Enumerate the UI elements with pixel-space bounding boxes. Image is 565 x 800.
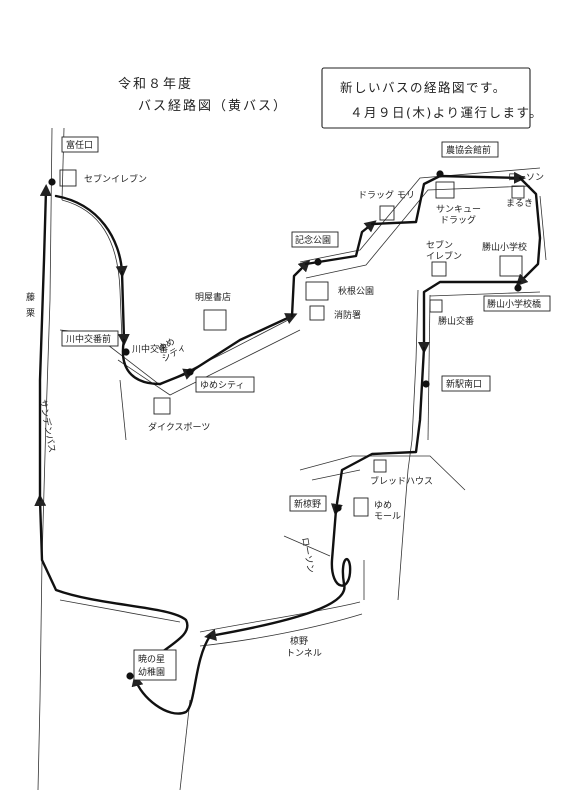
akatsuki-line-1: 暁の星 bbox=[138, 654, 165, 665]
stop-label-shin-eki-minami: 新駅南口 bbox=[441, 375, 491, 392]
svg-text:ゆめシティ: ゆめシティ bbox=[200, 380, 244, 391]
label-hanbei-2: 栗 bbox=[26, 308, 35, 319]
label-kawanaka-koban: 川中交番 bbox=[132, 343, 168, 355]
sunkyu-square bbox=[435, 181, 455, 199]
notice-box: 新しいバスの経路図です。 ４月９日(木)より運行します。 bbox=[321, 67, 543, 129]
label-aki-koen: 秋根公園 bbox=[338, 285, 374, 297]
stop-dot-katsuyama bbox=[514, 284, 522, 292]
katsuyama-school-square bbox=[499, 255, 523, 277]
stop-label-kinen-koen: 記念公園 bbox=[291, 231, 339, 248]
label-sunkyu-drug-2: ドラッグ bbox=[440, 214, 476, 226]
drug-mori-square bbox=[379, 205, 395, 221]
stop-dot-youme-city bbox=[186, 368, 194, 376]
shobosho-square bbox=[309, 305, 325, 321]
label-youme-mall-2: モール bbox=[374, 512, 401, 522]
label-ayaragi-tunnel-1: 椋野 bbox=[290, 635, 308, 647]
katsuyama-koban-square bbox=[429, 299, 443, 313]
label-sunkyu-drug-1: サンキュー bbox=[436, 204, 481, 215]
stop-label-nokyo-kaikan: 農協会館前 bbox=[441, 141, 499, 158]
label-lawson-1: ローソン bbox=[508, 173, 544, 183]
aki-koen-square bbox=[305, 281, 329, 301]
roads bbox=[37, 127, 547, 791]
notice-line-1: 新しいバスの経路図です。 bbox=[340, 80, 507, 95]
stop-label-youme-city: ゆめシティ bbox=[195, 376, 255, 393]
stop-dot-akatsuki bbox=[126, 672, 134, 680]
svg-text:農協会館前: 農協会館前 bbox=[446, 144, 491, 156]
map-title: バス経路図（黄バス） bbox=[138, 98, 288, 114]
bus-stop-dots bbox=[48, 170, 522, 680]
svg-text:川中交番前: 川中交番前 bbox=[66, 333, 111, 345]
seven-eleven-1-square bbox=[59, 169, 77, 187]
seven-eleven-2-square bbox=[431, 261, 447, 277]
meiya-shoten-square bbox=[203, 309, 227, 331]
label-marukyu: まるき bbox=[506, 198, 533, 209]
stop-dot-nokyo bbox=[436, 170, 444, 178]
stop-label-katsuyama-shogakko: 勝山小学校橋 bbox=[483, 295, 551, 312]
akatsuki-line-2: 幼稚園 bbox=[138, 666, 165, 678]
stop-label-shin-ayaragi: 新椋野 bbox=[289, 495, 327, 512]
label-ayaragi-tunnel-2: トンネル bbox=[286, 648, 322, 659]
stop-label-kawanaka-koban: 川中交番前 bbox=[61, 330, 119, 347]
stop-dot-shin-eki bbox=[422, 380, 430, 388]
label-seven-eleven-1: セブンイレブン bbox=[84, 173, 147, 185]
label-daikyu-sports: ダイクスポーツ bbox=[148, 421, 210, 433]
svg-text:記念公園: 記念公園 bbox=[295, 234, 331, 246]
year-title: 令和８年度 bbox=[118, 76, 193, 92]
stop-dot-tominin bbox=[48, 178, 56, 186]
label-youme-mall-1: ゆめ bbox=[374, 500, 392, 511]
label-seven-eleven-2a: セブン bbox=[426, 239, 453, 251]
label-seven-eleven-2b: イレブン bbox=[426, 250, 462, 262]
label-bread-house: ブレッドハウス bbox=[370, 475, 433, 487]
svg-text:勝山小学校橋: 勝山小学校橋 bbox=[487, 298, 541, 310]
svg-text:富任口: 富任口 bbox=[66, 139, 93, 151]
stop-dot-shin-ayaragi bbox=[334, 504, 342, 512]
label-katsuyama-koban: 勝山交番 bbox=[438, 315, 474, 327]
bus-route bbox=[34, 171, 542, 715]
stop-label-tominin: 富任口 bbox=[61, 136, 99, 153]
landmark-squares bbox=[59, 169, 525, 517]
stop-dot-kawanaka bbox=[122, 348, 130, 356]
lawson-1-square bbox=[511, 185, 525, 199]
stop-label-akatsuki-yochien: 暁の星 幼稚園 bbox=[133, 649, 177, 681]
notice-line-2: ４月９日(木)より運行します。 bbox=[350, 105, 543, 120]
landmark-labels: セブンイレブン 川中交番 明屋書店 ダイクスポーツ 秋根公園 消防署 ドラッグ … bbox=[26, 173, 544, 659]
label-hanbei-1: 藤 bbox=[26, 291, 35, 303]
youme-mall-square bbox=[353, 497, 369, 517]
bread-house-square bbox=[373, 459, 387, 473]
daikyu-sports-square bbox=[153, 397, 171, 415]
label-meiya-shoten: 明屋書店 bbox=[195, 291, 231, 303]
label-drug-mori: ドラッグ モリ bbox=[358, 189, 415, 201]
label-shobosho: 消防署 bbox=[334, 309, 361, 321]
label-katsuyama-shogakko: 勝山小学校 bbox=[482, 241, 527, 253]
stop-dot-kinen-koen bbox=[314, 258, 322, 266]
label-lawson-2: ローソン bbox=[299, 537, 315, 574]
svg-text:新椋野: 新椋野 bbox=[294, 498, 321, 510]
svg-text:新駅南口: 新駅南口 bbox=[446, 378, 482, 390]
